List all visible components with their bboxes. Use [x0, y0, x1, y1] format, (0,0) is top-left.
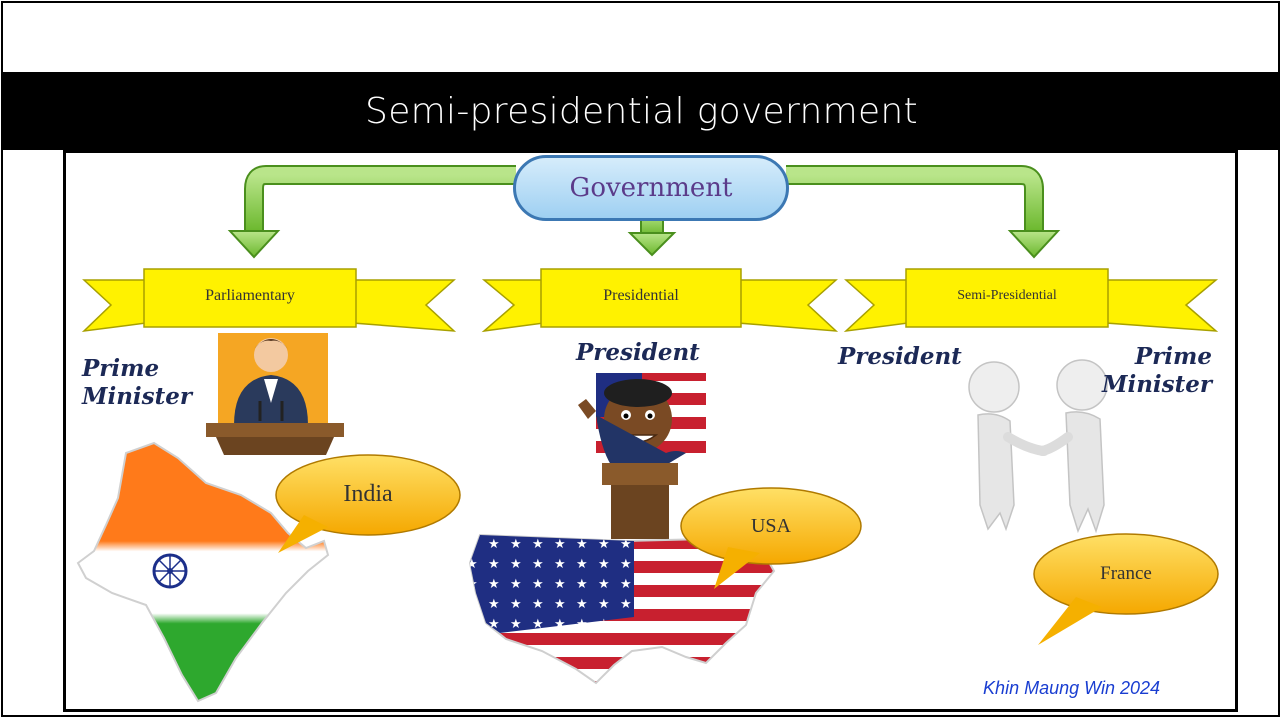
banner-parliamentary — [81, 268, 457, 333]
india-flag-map-icon — [76, 441, 330, 703]
role-president-presidential: President — [576, 339, 700, 366]
banner-label-semi-presidential: Semi-Presidential — [957, 288, 1057, 303]
banner-label-presidential: Presidential — [603, 287, 679, 304]
india-speech-bubble — [275, 454, 461, 553]
prime-minister-podium-icon — [206, 333, 344, 455]
country-label-india: India — [343, 480, 393, 507]
country-label-usa: USA — [750, 514, 791, 537]
arrow-head-right — [1007, 230, 1061, 259]
diagram-panel: ★ — [63, 150, 1238, 712]
connector-arrows — [227, 165, 1061, 259]
government-node: Government — [513, 155, 789, 221]
banner-presidential — [481, 268, 839, 333]
role-prime-minister-parliamentary: Prime Minister — [82, 355, 192, 410]
title-bar: Semi-presidential government — [3, 72, 1280, 150]
banner-semi-presidential — [843, 268, 1219, 333]
government-label: Government — [569, 173, 733, 203]
president-podium-icon — [578, 373, 706, 539]
handshake-figures-icon — [968, 359, 1108, 534]
arrow-head-left — [227, 230, 281, 259]
france-speech-bubble — [1033, 533, 1219, 645]
usa-flag-map-icon — [468, 533, 776, 685]
author-credit: Khin Maung Win 2024 — [983, 678, 1160, 698]
banner-label-parliamentary: Parliamentary — [205, 287, 295, 304]
diagram-graphics: ★ — [76, 165, 1219, 703]
arrow-head-center — [627, 232, 677, 257]
role-prime-minister-semi: Prime Minister — [1102, 343, 1212, 398]
usa-speech-bubble — [680, 487, 862, 589]
role-president-semi: President — [838, 343, 962, 370]
slide-title: Semi-presidential government — [365, 90, 918, 132]
country-label-france: France — [1100, 563, 1152, 584]
